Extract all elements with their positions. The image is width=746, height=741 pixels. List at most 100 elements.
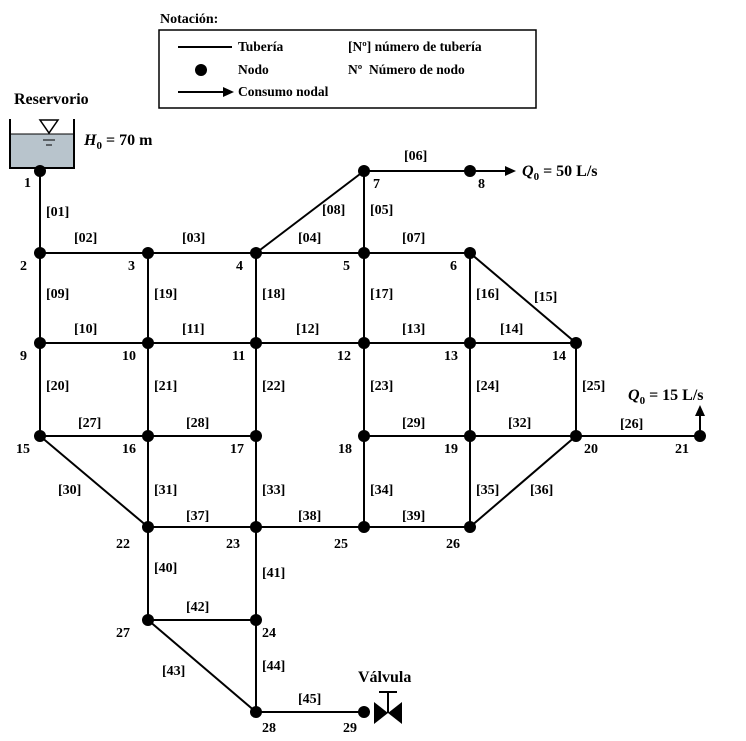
node-5 (358, 247, 370, 259)
pipe-label-17: [17] (370, 287, 393, 302)
node-label-25: 25 (334, 537, 348, 552)
pipe-label-21: [21] (154, 379, 177, 394)
node-label-15: 15 (16, 442, 30, 457)
pipe-label-23: [23] (370, 379, 393, 394)
legend-node-label: Nodo (238, 62, 269, 77)
pipe-label-38: [38] (298, 509, 321, 524)
node-23 (250, 521, 262, 533)
node-label-2: 2 (20, 259, 27, 274)
valve-label: Válvula (358, 669, 411, 686)
pipe-08 (255, 170, 365, 254)
legend-node-number-label: Nº Número de nodo (348, 62, 465, 77)
demand-21-value: = 15 L/s (645, 387, 703, 404)
pipe-label-27: [27] (78, 416, 101, 431)
pipe-label-06: [06] (404, 149, 427, 164)
reservoir-label: Reservorio (14, 91, 89, 108)
node-label-10: 10 (122, 349, 136, 364)
pipe-label-20: [20] (46, 379, 69, 394)
valve-icon (374, 691, 402, 724)
node-19 (464, 430, 476, 442)
node-label-26: 26 (446, 537, 460, 552)
node-29 (358, 706, 370, 718)
node-18 (358, 430, 370, 442)
reservoir-head: H0 = 70 m (83, 132, 153, 152)
node-label-11: 11 (232, 349, 245, 364)
demand-21-symbol: Q (628, 387, 640, 404)
reservoir-water (10, 134, 74, 168)
node-label-21: 21 (675, 442, 689, 457)
pipe-label-44: [44] (262, 659, 285, 674)
demand-arrow-21-head (695, 405, 705, 416)
node-label-18: 18 (338, 442, 352, 457)
pipe-label-42: [42] (186, 600, 209, 615)
pipe-label-22: [22] (262, 379, 285, 394)
node-13 (464, 337, 476, 349)
pipe-label-25: [25] (582, 379, 605, 394)
pipe-15 (469, 252, 577, 344)
node-10 (142, 337, 154, 349)
pipe-label-05: [05] (370, 203, 393, 218)
node-22 (142, 521, 154, 533)
pipe-label-36: [36] (530, 483, 553, 498)
node-label-8: 8 (478, 177, 485, 192)
pipe-label-26: [26] (620, 417, 643, 432)
pipe-label-32: [32] (508, 416, 531, 431)
node-8 (464, 165, 476, 177)
node-label-28: 28 (262, 721, 276, 736)
node-1 (34, 165, 46, 177)
pipe-label-40: [40] (154, 561, 177, 576)
pipe-30 (39, 435, 149, 528)
pipe-label-19: [19] (154, 287, 177, 302)
node-label-13: 13 (444, 349, 458, 364)
pipe-label-03: [03] (182, 231, 205, 246)
pipe-label-15: [15] (534, 290, 557, 305)
reservoir: Reservorio H0 = 70 m (9, 91, 153, 169)
node-6 (464, 247, 476, 259)
pipe-label-11: [11] (182, 322, 205, 337)
pipe-label-24: [24] (476, 379, 499, 394)
pipe-label-28: [28] (186, 416, 209, 431)
legend-pipe-label: Tubería (238, 39, 284, 54)
extras-layer: Q0 = 50 L/s Q0 = 15 L/s Válvula (358, 163, 705, 724)
node-label-9: 9 (20, 349, 27, 364)
pipe-36 (469, 435, 577, 528)
node-17 (250, 430, 262, 442)
node-26 (464, 521, 476, 533)
node-11 (250, 337, 262, 349)
demand-8-symbol: Q (522, 163, 534, 180)
node-label-19: 19 (444, 442, 458, 457)
reservoir-head-subscript: 0 (96, 140, 102, 152)
pipe-label-29: [29] (402, 416, 425, 431)
node-24 (250, 614, 262, 626)
pipe-label-16: [16] (476, 287, 499, 302)
pipe-label-33: [33] (262, 483, 285, 498)
pipe-label-07: [07] (402, 231, 425, 246)
demand-label-21: Q0 = 15 L/s (628, 387, 704, 407)
demand-8-subscript: 0 (534, 171, 540, 183)
node-4 (250, 247, 262, 259)
node-label-4: 4 (236, 259, 243, 274)
pipe-label-35: [35] (476, 483, 499, 498)
node-2 (34, 247, 46, 259)
node-label-14: 14 (552, 349, 566, 364)
node-15 (34, 430, 46, 442)
node-label-3: 3 (128, 259, 135, 274)
legend-box (158, 29, 537, 109)
node-16 (142, 430, 154, 442)
water-level-icon (38, 119, 60, 135)
node-28 (250, 706, 262, 718)
pipe-label-09: [09] (46, 287, 69, 302)
legend-node-symbol (195, 64, 207, 76)
node-20 (570, 430, 582, 442)
pipe-label-30: [30] (58, 483, 81, 498)
demand-21-subscript: 0 (640, 395, 646, 407)
node-14 (570, 337, 582, 349)
pipe-label-45: [45] (298, 692, 321, 707)
pipe-label-10: [10] (74, 322, 97, 337)
pipe-label-08: [08] (322, 203, 345, 218)
demand-label-8: Q0 = 50 L/s (522, 163, 598, 183)
legend-title: Notación: (160, 12, 218, 27)
node-3 (142, 247, 154, 259)
node-label-5: 5 (343, 259, 350, 274)
